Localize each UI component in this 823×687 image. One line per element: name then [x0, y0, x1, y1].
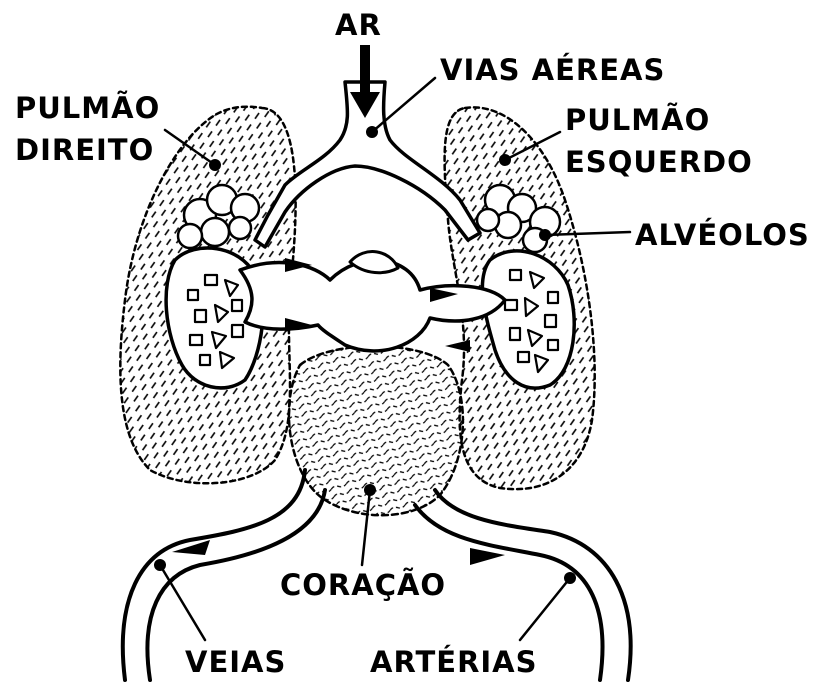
label-pulmao-direito-line1: PULMÃO [15, 91, 160, 125]
label-vias-aereas: VIAS AÉREAS [440, 53, 665, 87]
label-ar: AR [335, 8, 382, 42]
label-coracao: CORAÇÃO [280, 568, 446, 602]
label-arterias: ARTÉRIAS [370, 645, 538, 679]
label-pulmao-direito-line2: DIREITO [15, 133, 154, 167]
label-veias: VEIAS [185, 645, 286, 679]
label-pulmao-esquerdo-line1: PULMÃO [565, 103, 710, 137]
label-pulmao-esquerdo-line2: ESQUERDO [565, 145, 753, 179]
label-alveolos: ALVÉOLOS [635, 218, 810, 252]
artery-arrow [470, 548, 505, 565]
